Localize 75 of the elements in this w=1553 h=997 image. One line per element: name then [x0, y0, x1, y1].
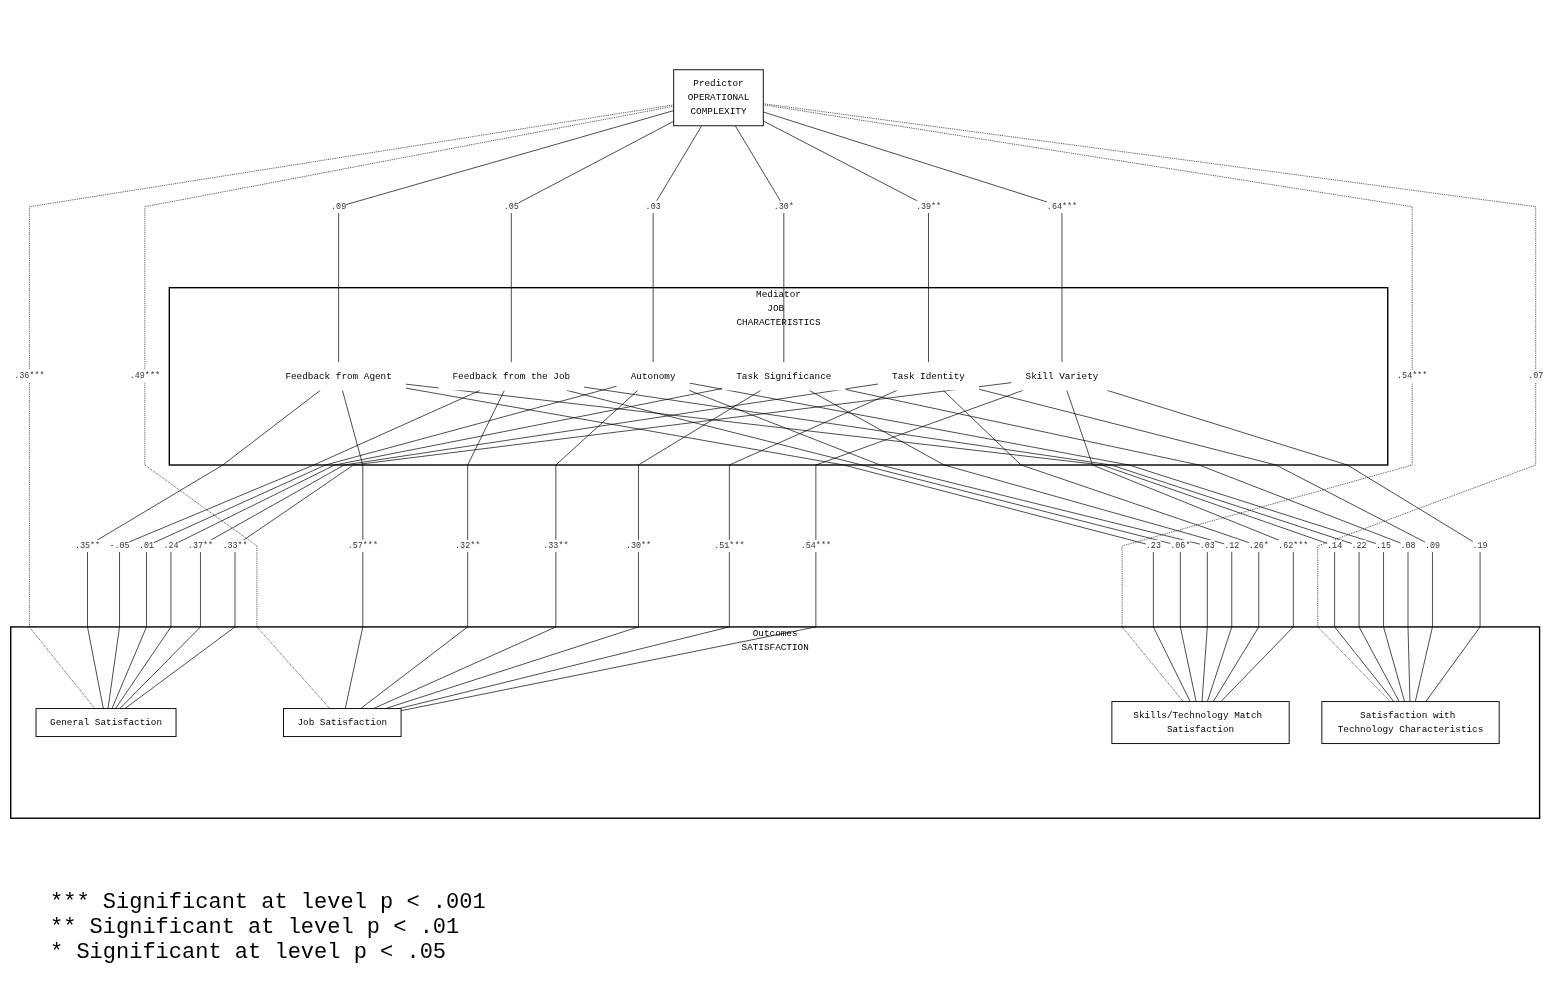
edge-label: .03 [1199, 541, 1215, 551]
connector [119, 383, 878, 709]
connector [808, 390, 1232, 702]
connector [107, 390, 480, 709]
edge-label: .07 [1527, 371, 1543, 381]
edge-label: .19 [1472, 541, 1488, 551]
edge-label: .06* [1169, 541, 1190, 551]
connector [1065, 390, 1294, 702]
edge-label: .57*** [347, 541, 378, 551]
connector [762, 120, 929, 363]
connector [114, 388, 723, 709]
legend-entry: *** Significant at level p < .001 [50, 890, 487, 915]
edge-label: .35** [74, 541, 100, 551]
connector [1106, 390, 1480, 702]
edge-label: .54*** [800, 541, 831, 551]
edge-label: .30** [625, 541, 651, 551]
connector [341, 390, 363, 709]
edge-label: -.05 [108, 541, 130, 551]
edge-label: .36*** [13, 371, 45, 381]
legend-entry: ** Significant at level p < .01 [50, 915, 461, 940]
edge-label: .22 [1351, 541, 1367, 551]
edge-label: .09 [1424, 541, 1440, 551]
edge-label: .15 [1375, 541, 1391, 551]
connector [28, 104, 674, 709]
connector [400, 390, 1023, 712]
connector [762, 104, 1413, 702]
edge-label: .30* [773, 201, 794, 212]
connector [978, 388, 1433, 702]
connector [111, 385, 617, 709]
edge-label: .33** [221, 541, 248, 551]
connector [510, 120, 674, 363]
edge-label: .49*** [129, 371, 160, 381]
connector [404, 387, 1190, 702]
node-box: Skills/Technology Match Satisfaction [1110, 701, 1290, 745]
edge-label: .14 [1326, 541, 1342, 551]
node-box: Predictor OPERATIONAL COMPLEXITY [672, 69, 764, 127]
edge-label: .24 [162, 541, 179, 551]
edge-label: .23 [1145, 541, 1161, 551]
connector [688, 390, 1208, 702]
edge-label: .03 [645, 201, 661, 212]
edge-label: .26* [1248, 541, 1269, 551]
edge-label: .09 [330, 201, 346, 212]
connector [762, 111, 1062, 363]
edge-label: .33** [542, 541, 568, 551]
node-box: Satisfaction with Technology Characteristics [1320, 701, 1500, 745]
node-text: Autonomy [630, 370, 676, 382]
connector [734, 125, 784, 363]
edge-label: .05 [503, 201, 519, 212]
connector [652, 125, 702, 363]
node-box: Job Satisfaction [282, 708, 402, 738]
edge-label: .54*** [1396, 371, 1427, 381]
connector [565, 390, 1196, 702]
connector [398, 390, 897, 709]
edge-label: .64*** [1046, 201, 1077, 212]
node-text: Feedback from Agent [284, 370, 392, 382]
legend-entry: * Significant at level p < .05 [50, 940, 448, 965]
node-box: General Satisfaction [35, 708, 176, 738]
connector [844, 389, 1410, 702]
connector [337, 110, 674, 363]
edge-label: .39** [915, 201, 941, 212]
connector [86, 390, 321, 709]
edge-label: .01 [138, 541, 154, 551]
edge-label: .37** [187, 541, 213, 551]
connector [404, 383, 1394, 702]
connector [359, 390, 505, 709]
connector [124, 382, 1012, 709]
edge-label: .32** [454, 541, 480, 551]
edge-label: .08 [1399, 541, 1416, 551]
edge-label: .12 [1223, 541, 1239, 551]
connector [144, 105, 674, 709]
connector [762, 103, 1536, 702]
node-text: Skill Variety [1025, 370, 1098, 382]
edge-label: .62*** [1277, 541, 1308, 551]
edge-label: .51*** [713, 541, 744, 551]
connector [942, 390, 1259, 702]
